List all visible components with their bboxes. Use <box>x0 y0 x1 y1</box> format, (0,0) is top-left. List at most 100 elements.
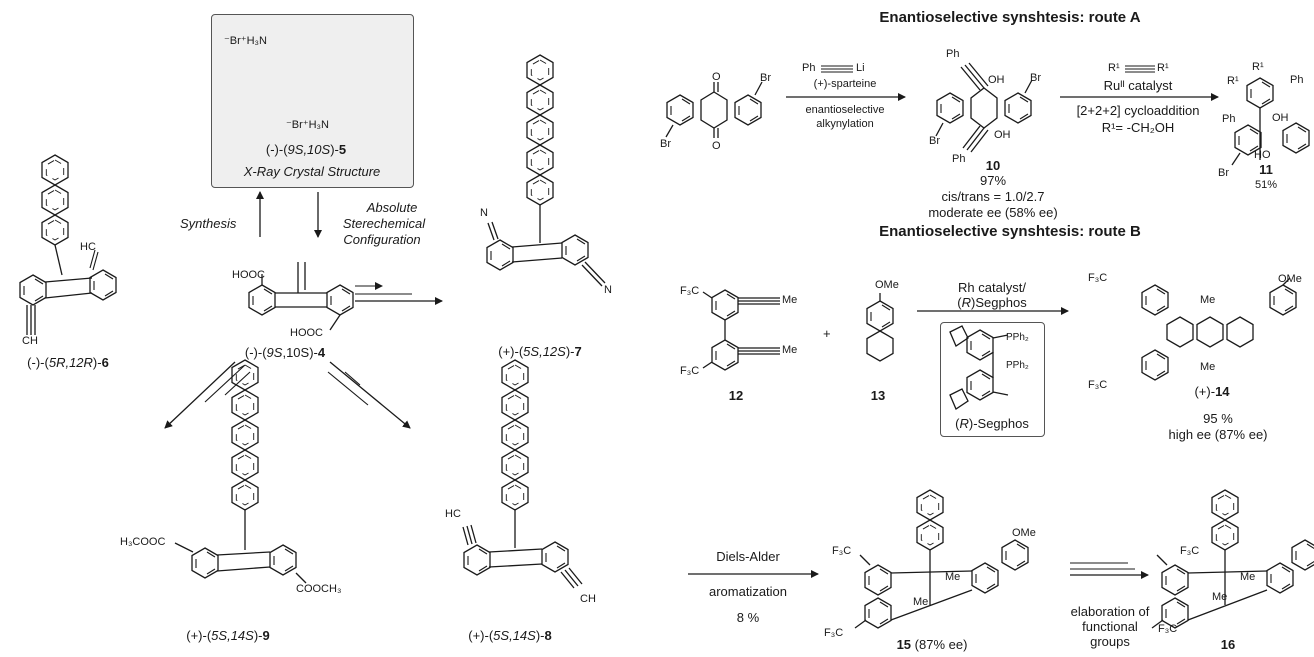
route-b-title: Enantioselective synshtesis: route B <box>879 223 1141 240</box>
c12-me-bottom: Me <box>782 344 798 356</box>
sm-o-bottom: O <box>712 140 721 152</box>
compound-5-label: (-)-(9S,10S)-5 <box>265 142 347 157</box>
segphos-box <box>940 322 1045 437</box>
rh-catalyst: Rh catalyst/ <box>958 280 1026 295</box>
cond-enantioselective: enantioselective <box>805 104 885 116</box>
cond-alkynylation: alkynylation <box>816 118 874 130</box>
structure-7 <box>486 54 606 287</box>
c13-num: 13 <box>870 388 886 403</box>
structure-14 <box>1141 277 1297 381</box>
compound-9-label: (+)-(5S,14S)-9 <box>186 628 270 643</box>
structure-8 <box>462 359 583 589</box>
xray-caption: X-Ray Crystal Structure <box>243 164 381 179</box>
diels-alder: Diels-Alder <box>716 549 780 564</box>
c11-r1a: R¹ <box>1252 61 1264 73</box>
reagent-sparteine: (+)-sparteine <box>813 78 877 90</box>
compound-6-hc: HC <box>80 241 96 253</box>
c11-ph-b: Ph <box>1222 113 1236 125</box>
r1-definition: R¹= -CH₂OH <box>1101 120 1175 135</box>
compound-8-ch: CH <box>580 593 596 605</box>
reagent-li: Li <box>856 62 865 74</box>
c10-ratio: cis/trans = 1.0/2.7 <box>941 189 1045 204</box>
cycloaddition: [2+2+2] cycloaddition <box>1076 103 1200 118</box>
c10-ph-bottom: Ph <box>952 153 966 165</box>
c11-num: 11 <box>1259 162 1273 177</box>
compound-6-ch: CH <box>22 335 38 347</box>
sm-br-top: Br <box>760 72 771 84</box>
compound-7-label: (+)-(5S,12S)-7 <box>498 344 582 359</box>
elaboration-1: elaboration of <box>1070 604 1150 619</box>
c15-ome: OMe <box>1012 527 1036 539</box>
structure-16 <box>1151 489 1314 629</box>
c10-br-bottom: Br <box>929 135 940 147</box>
elaboration-2: functional <box>1082 619 1138 634</box>
c15-me-a: Me <box>945 571 961 583</box>
compound-4-label: (-)-(9S,10S)-4 <box>244 345 326 360</box>
compound-4-cooh-top: HOOC <box>232 269 265 281</box>
c14-cf3-top: F₃C <box>1088 272 1108 284</box>
c15-cf3-bottom: F₃C <box>824 627 844 639</box>
c14-yield: 95 % <box>1203 411 1233 426</box>
c10-ph-top: Ph <box>946 48 960 60</box>
c14-label: (+)-14 <box>1194 384 1230 399</box>
c12-cf3-bottom: F₃C <box>680 365 700 377</box>
c13-ome: OMe <box>875 279 899 291</box>
compound-4-cooh-bottom: HOOC <box>290 327 323 339</box>
compound-6-label: (-)-(5R,12R)-6 <box>27 355 109 370</box>
c14-me-top: Me <box>1200 294 1216 306</box>
structure-15 <box>854 489 1029 629</box>
yield-8: 8 % <box>736 610 760 625</box>
c11-yield: 51% <box>1254 179 1278 191</box>
segphos-pph2-top: PPh₂ <box>1006 332 1029 343</box>
structure-anthraquinone <box>665 81 763 138</box>
absolute-label-1: Absolute <box>366 200 418 215</box>
c10-oh-bottom: OH <box>994 129 1011 141</box>
structure-12 <box>702 289 780 371</box>
c16-me-a: Me <box>1240 571 1256 583</box>
structure-9 <box>174 359 307 584</box>
c15-label: 15 (87% ee) <box>896 637 968 652</box>
c10-num: 10 <box>985 158 1001 173</box>
c10-yield: 97% <box>979 173 1007 188</box>
structure-10 <box>935 62 1033 153</box>
c11-r1b: R¹ <box>1227 75 1239 87</box>
reagent-r1-right: R¹ <box>1157 62 1169 74</box>
structure-4 <box>248 262 354 331</box>
segphos-label: (R)-Segphos <box>955 416 1029 431</box>
c11-oh: OH <box>1272 112 1289 124</box>
reagent-ph: Ph <box>802 62 816 74</box>
sm-br-bottom: Br <box>660 138 671 150</box>
c15-cf3-top: F₃C <box>832 545 852 557</box>
c11-ho: HO <box>1254 149 1271 161</box>
c15-me-b: Me <box>913 596 929 608</box>
route-a-title: Enantioselective synshtesis: route A <box>879 9 1141 26</box>
c10-br-top: Br <box>1030 72 1041 84</box>
reagent-r1-left: R¹ <box>1108 62 1120 74</box>
compound-7-n-bottom: N <box>604 284 612 296</box>
c16-num: 16 <box>1220 637 1236 652</box>
compound-8-hc: HC <box>445 508 461 520</box>
c16-cf3-top: F₃C <box>1180 545 1200 557</box>
c10-ee: moderate ee (58% ee) <box>928 205 1058 220</box>
ru-catalyst: Ruᴵᴵ catalyst <box>1103 78 1173 93</box>
xray-structure-box <box>211 14 414 188</box>
absolute-label-3: Configuration <box>343 232 421 247</box>
structure-6 <box>19 154 117 335</box>
structure-13 <box>866 293 894 362</box>
compound-9-ester-right: COOCH₃ <box>296 583 342 595</box>
c16-me-b: Me <box>1212 591 1228 603</box>
c14-ee: high ee (87% ee) <box>1168 427 1268 442</box>
ammonium-top: ⁻Br⁺H₃N <box>224 35 267 47</box>
c14-ome: OMe <box>1278 273 1302 285</box>
elaboration-3: groups <box>1090 634 1130 649</box>
segphos-pph2-bottom: PPh₂ <box>1006 360 1029 371</box>
c14-me-bottom: Me <box>1200 361 1216 373</box>
structure-segphos <box>949 325 1009 410</box>
compound-8-label: (+)-(5S,14S)-8 <box>468 628 552 643</box>
aromatization: aromatization <box>708 584 788 599</box>
structure-11 <box>1231 77 1310 166</box>
segphos-cond: (R)Segphos <box>957 295 1027 310</box>
sm-o-top: O <box>712 71 721 83</box>
c12-cf3-top: F₃C <box>680 285 700 297</box>
